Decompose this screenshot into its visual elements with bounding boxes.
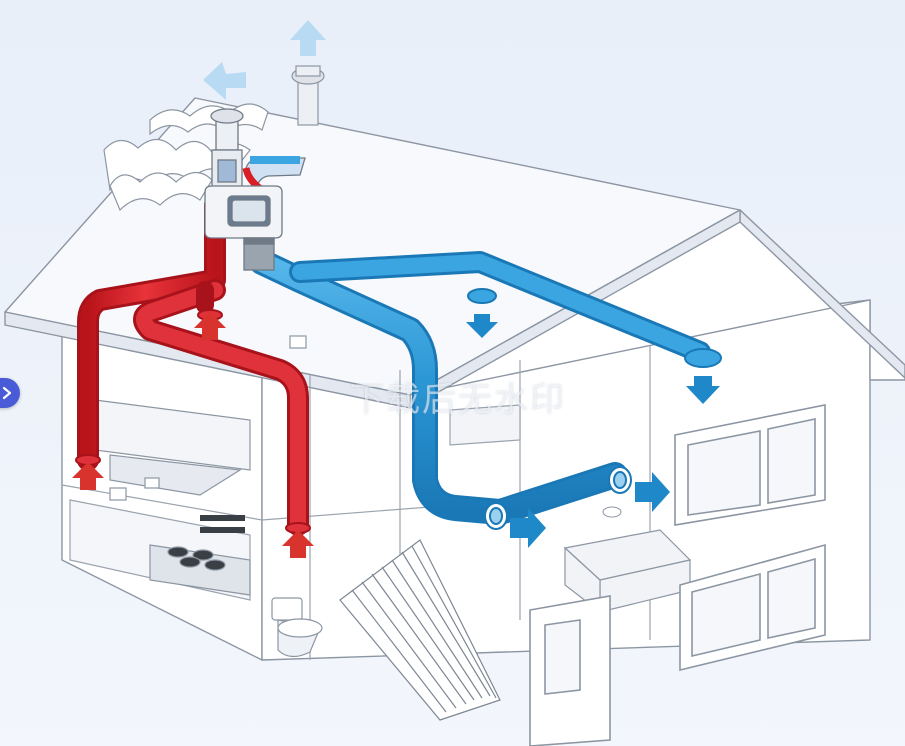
toilet: [271, 597, 323, 658]
extract-ducts: [249, 249, 711, 525]
exhaust-arrows: [203, 20, 326, 100]
kitchen: [94, 335, 307, 596]
roof-vent: [291, 65, 325, 126]
chevron-right-icon: [2, 386, 12, 400]
supply-ducts: [77, 194, 309, 536]
extract-grilles: [467, 288, 722, 530]
windows: [529, 404, 826, 746]
supply-arrows: [72, 312, 314, 558]
extract-arrows: [466, 314, 720, 548]
heat-recovery-unit: [204, 108, 306, 271]
wall-controller: [602, 506, 622, 518]
staircase: [339, 539, 501, 721]
expand-sidebar-button[interactable]: [0, 378, 20, 408]
sofa: [563, 529, 692, 614]
